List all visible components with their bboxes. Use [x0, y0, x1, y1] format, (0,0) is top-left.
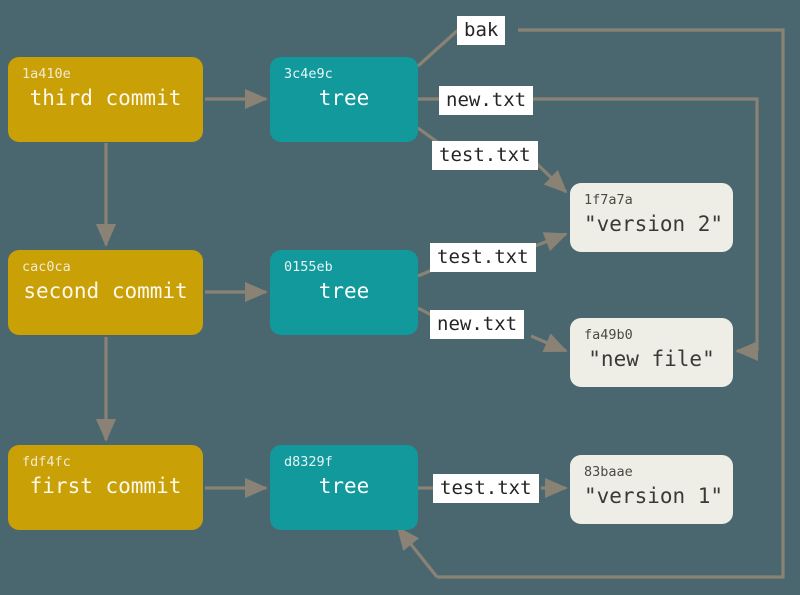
commit-hash: 1a410e	[22, 66, 71, 82]
blob-label: "new file"	[588, 347, 715, 371]
tree-hash: 3c4e9c	[284, 66, 333, 82]
tree-node-3c4e9c[interactable]: 3c4e9c tree	[270, 57, 418, 142]
commit-node-third[interactable]: 1a410e third commit	[8, 57, 203, 142]
blob-hash: 1f7a7a	[584, 192, 633, 208]
commit-label: first commit	[29, 474, 182, 498]
edge-label-test-txt-bottom: test.txt	[433, 474, 539, 503]
blob-node-fa49b0[interactable]: fa49b0 "new file"	[570, 318, 733, 387]
edge-label-new-txt-top: new.txt	[439, 86, 534, 115]
commit-label: second commit	[23, 279, 188, 303]
commit-hash: cac0ca	[22, 259, 71, 275]
commit-hash: fdf4fc	[22, 454, 71, 470]
edge-label-test-txt-top: test.txt	[432, 141, 538, 170]
blob-hash: fa49b0	[584, 327, 633, 343]
edge-label-new-txt-mid: new.txt	[430, 310, 525, 339]
edge-newtxt-mid-to-blob	[530, 333, 568, 353]
tree-node-0155eb[interactable]: 0155eb tree	[270, 250, 418, 335]
tree-hash: 0155eb	[284, 259, 333, 275]
tree-node-d8329f[interactable]: d8329f tree	[270, 445, 418, 530]
edge-testtxt-top-to-blob	[531, 158, 568, 194]
blob-hash: 83baae	[584, 464, 633, 480]
commit-node-second[interactable]: cac0ca second commit	[8, 250, 203, 335]
tree-hash: d8329f	[284, 454, 333, 470]
commit-label: third commit	[29, 86, 182, 110]
edge-bak-to-tree1	[396, 526, 439, 578]
blob-node-1f7a7a[interactable]: 1f7a7a "version 2"	[570, 183, 733, 252]
edge-label-bak: bak	[457, 16, 506, 45]
tree-label: tree	[318, 474, 370, 498]
blob-label: "version 1"	[584, 484, 724, 508]
blob-node-83baae[interactable]: 83baae "version 1"	[570, 455, 733, 524]
blob-label: "version 2"	[584, 212, 724, 236]
tree-label: tree	[318, 279, 370, 303]
tree-label: tree	[318, 86, 370, 110]
edge-tree3-to-bak-label	[416, 28, 460, 68]
edge-label-test-txt-mid: test.txt	[430, 243, 536, 272]
commit-node-first[interactable]: fdf4fc first commit	[8, 445, 203, 530]
